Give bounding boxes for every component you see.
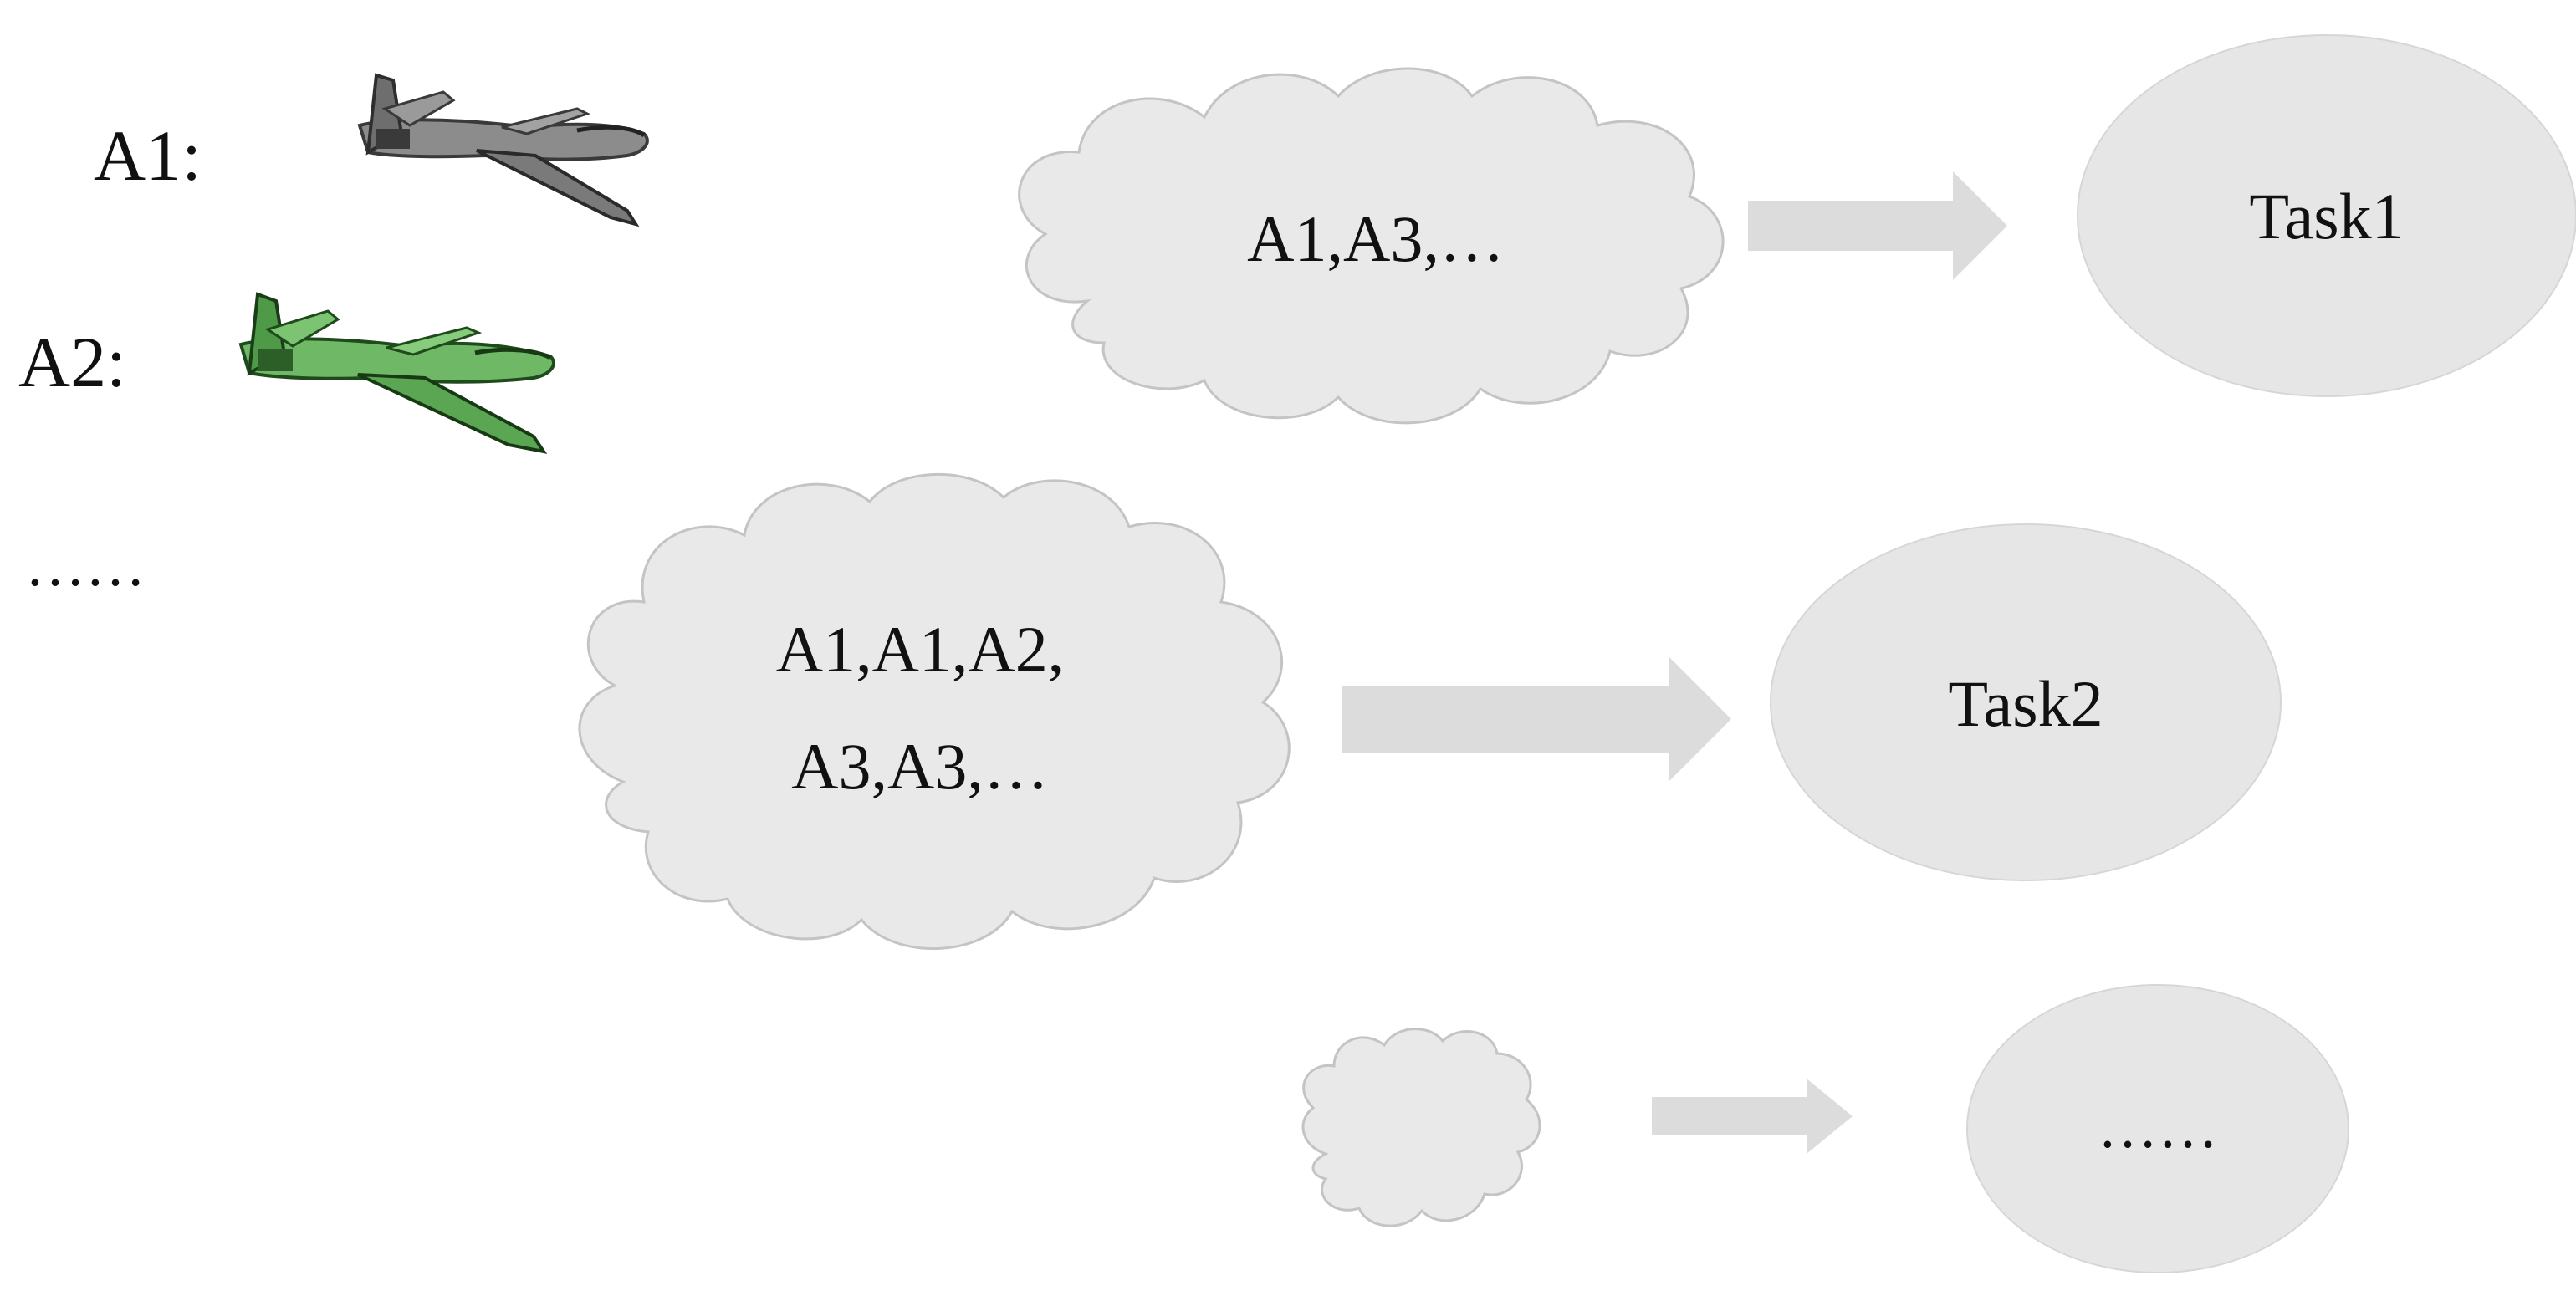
task-2-node: Task2 bbox=[1770, 523, 2282, 881]
cloud-2-line-2: A3,A3,… bbox=[791, 730, 1049, 803]
task-more-label: …… bbox=[2098, 1094, 2218, 1161]
legend-agent-a1: A1: bbox=[94, 73, 649, 227]
agent-group-cloud-3 bbox=[1301, 1028, 1541, 1227]
uav-green-icon bbox=[238, 292, 555, 454]
agent-a1-label: A1: bbox=[94, 115, 202, 196]
arrow-3 bbox=[1652, 1079, 1853, 1154]
arrow-2 bbox=[1342, 656, 1731, 782]
task-2-label: Task2 bbox=[1948, 667, 2103, 740]
task-more-node: …… bbox=[1966, 984, 2349, 1273]
uav-gray-icon bbox=[357, 73, 649, 227]
task-1-label: Task1 bbox=[2249, 180, 2404, 253]
assignment-row-3: …… bbox=[1301, 984, 2349, 1273]
agent-group-cloud-1: A1,A3,… bbox=[1018, 67, 1725, 425]
legend-more-agents: …… bbox=[25, 532, 146, 599]
task-1-node: Task1 bbox=[2077, 34, 2576, 397]
arrow-1 bbox=[1748, 171, 2007, 280]
cloud-2-line-1: A1,A1,A2, bbox=[776, 613, 1065, 686]
agent-a2-label: A2: bbox=[18, 322, 126, 402]
assignment-row-1: A1,A3,… Task1 bbox=[1018, 34, 2576, 425]
assignment-row-2: A1,A1,A2, A3,A3,… Task2 bbox=[578, 472, 2282, 950]
cloud-1-line-1: A1,A3,… bbox=[1247, 202, 1505, 275]
legend-agent-a2: A2: bbox=[18, 292, 555, 454]
agent-group-cloud-2: A1,A1,A2, A3,A3,… bbox=[578, 472, 1291, 950]
